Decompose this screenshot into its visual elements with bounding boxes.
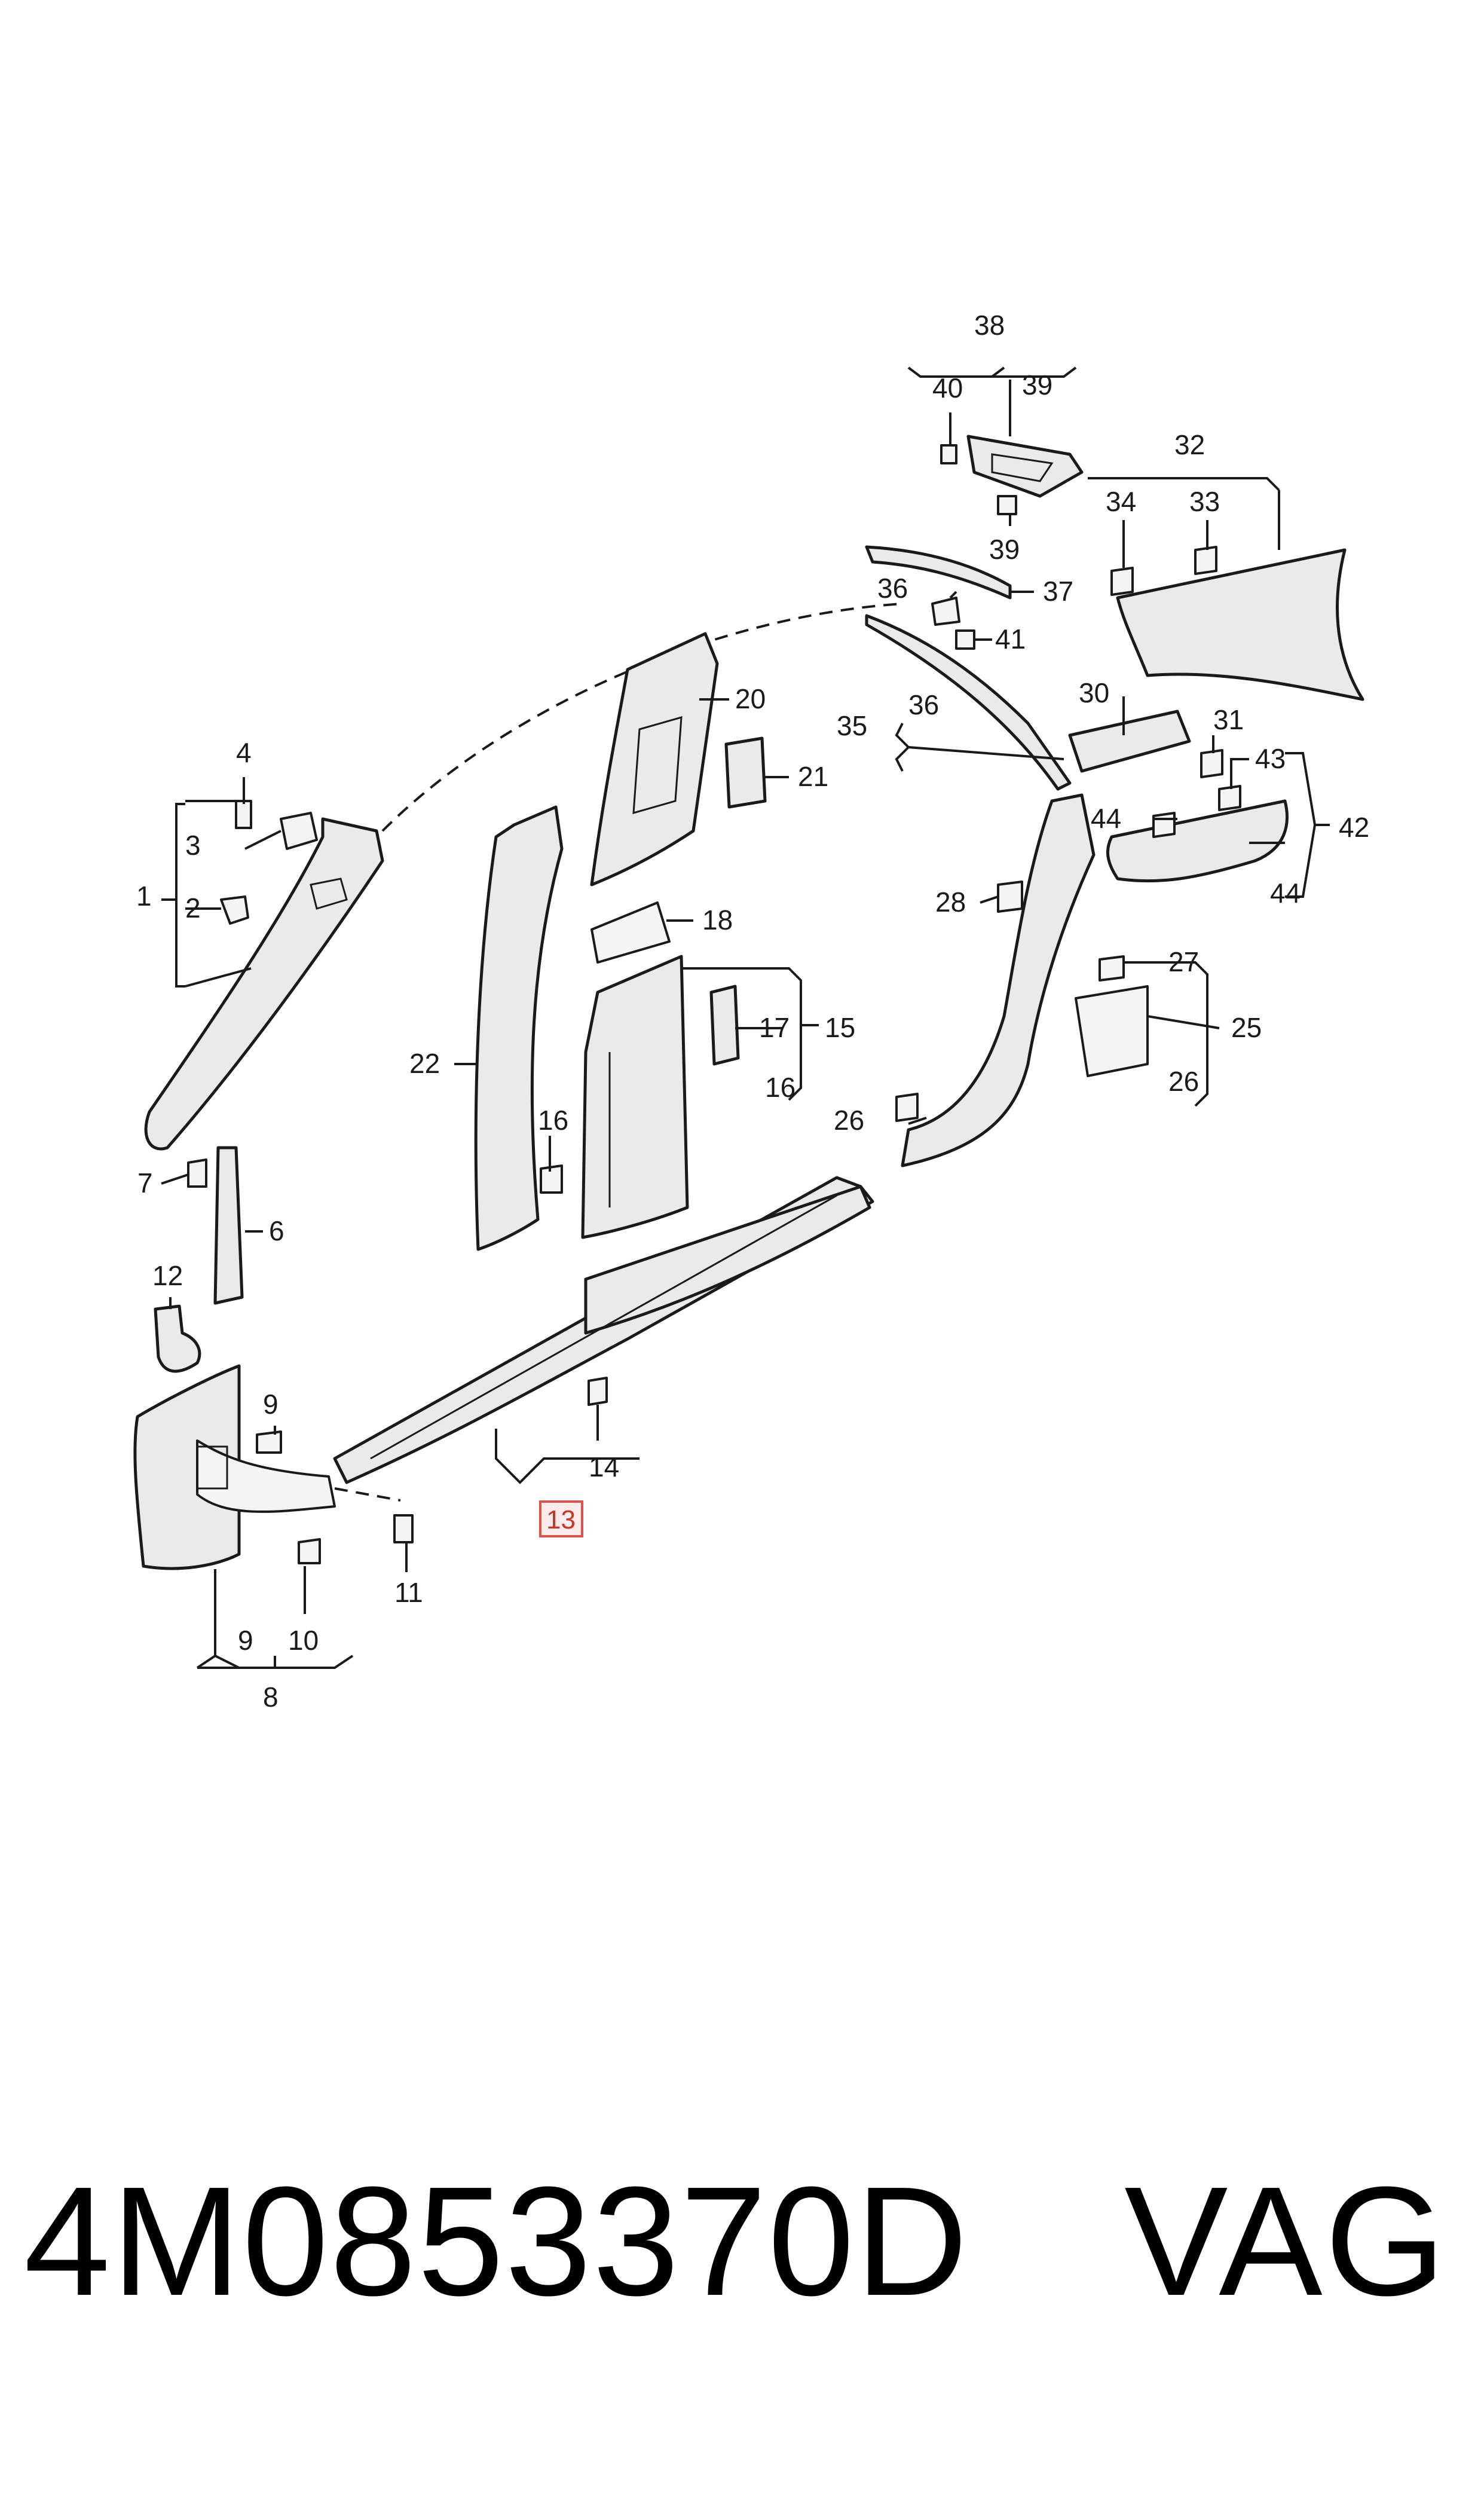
callout-30: 30 [1079, 677, 1109, 708]
callout-32: 32 [1174, 429, 1205, 460]
callout-34: 34 [1106, 486, 1136, 517]
callout-36a: 36 [908, 689, 939, 720]
clip-10 [298, 1538, 321, 1564]
callout-9a: 9 [263, 1389, 279, 1420]
callout-6: 6 [269, 1215, 284, 1246]
pillar-trim-22 [474, 805, 564, 1251]
b-pillar-lower-trim [581, 955, 689, 1239]
callout-9b: 9 [238, 1625, 253, 1656]
callout-16a: 16 [538, 1105, 568, 1136]
callout-labels: 1 2 3 4 6 7 8 9 9 10 11 12 14 15 16 16 1… [136, 310, 1369, 1713]
callout-8: 8 [263, 1682, 279, 1713]
callout-27: 27 [1168, 946, 1199, 977]
clip-31 [1200, 749, 1223, 778]
sill-trim-13 [333, 1176, 874, 1484]
callout-31: 31 [1213, 704, 1244, 735]
clip-43 [1218, 785, 1241, 811]
callout-14: 14 [589, 1451, 619, 1482]
door-seal-strip-6 [213, 1146, 244, 1305]
callout-17: 17 [759, 1012, 790, 1043]
callout-10: 10 [288, 1625, 319, 1656]
callout-43: 43 [1255, 743, 1286, 774]
part-number: 4M0853370D [24, 2154, 969, 2328]
callout-42: 42 [1339, 812, 1369, 843]
callout-18: 18 [702, 904, 733, 936]
callout-15: 15 [825, 1012, 855, 1043]
callout-4: 4 [236, 737, 252, 768]
rear-panel-32 [1116, 548, 1364, 701]
rail-37 [865, 545, 1012, 600]
callout-11: 11 [394, 1577, 423, 1608]
module-30 [1068, 710, 1191, 773]
callout-41: 41 [995, 623, 1026, 655]
screw-41 [955, 629, 975, 650]
callout-16b: 16 [765, 1072, 795, 1103]
clip-33 [1194, 546, 1217, 575]
kick-panel-8 [133, 1364, 336, 1570]
callout-26a: 26 [834, 1105, 864, 1136]
callout-26b: 26 [1168, 1066, 1199, 1097]
callout-20: 20 [735, 683, 766, 714]
c-pillar-trim [901, 793, 1149, 1167]
callout-13-highlight: 13 [539, 1500, 583, 1537]
callout-37: 37 [1043, 576, 1073, 607]
clip-44 [1152, 812, 1176, 838]
clip-14 [588, 1377, 608, 1406]
clip-36 [931, 597, 960, 626]
b-pillar-upper-trim [590, 632, 719, 886]
trim-strip-36 [865, 614, 1072, 791]
clip-28 [997, 881, 1023, 913]
dashed-arc [381, 603, 903, 832]
callout-3: 3 [185, 830, 201, 861]
leader-lines [161, 366, 1330, 1669]
callout-39b: 39 [989, 534, 1020, 565]
callout-38: 38 [974, 310, 1005, 341]
bracket-12 [154, 1304, 201, 1373]
callout-39a: 39 [1022, 369, 1052, 401]
clip-2 [220, 895, 249, 925]
bracket-18 [590, 901, 671, 964]
vent-21 [724, 736, 767, 809]
cover-42 [1106, 799, 1289, 883]
callout-28: 28 [935, 886, 966, 918]
callout-44b: 44 [1270, 878, 1301, 909]
callout-33: 33 [1189, 486, 1220, 517]
screw-11 [393, 1514, 414, 1543]
clip-9 [256, 1430, 282, 1454]
dashed-guide [334, 1487, 401, 1502]
screw-40 [940, 444, 957, 464]
a-pillar-trim [144, 817, 384, 1151]
bolt-4 [235, 800, 252, 829]
bracket-38 [966, 435, 1084, 498]
clip-7 [187, 1158, 207, 1188]
footer: 4M0853370D VAG [24, 2152, 1470, 2331]
clip-3 [280, 812, 318, 850]
brand-label: VAG [1124, 2154, 1448, 2328]
callout-21: 21 [798, 761, 828, 792]
callout-22: 22 [409, 1048, 440, 1079]
callout-7: 7 [137, 1167, 153, 1199]
callout-36b: 36 [877, 573, 908, 604]
clip-26 [895, 1093, 919, 1122]
callout-2: 2 [185, 892, 201, 924]
callout-40: 40 [932, 372, 963, 403]
callout-1: 1 [136, 881, 152, 912]
clip-16 [540, 1164, 563, 1194]
callout-12: 12 [152, 1260, 183, 1291]
screw-39 [997, 495, 1017, 515]
grille-17 [709, 985, 740, 1066]
clip-34 [1110, 567, 1134, 596]
callout-44a: 44 [1091, 803, 1121, 834]
callout-25: 25 [1231, 1012, 1262, 1043]
callout-35: 35 [837, 710, 867, 741]
callout-13: 13 [546, 1505, 576, 1534]
clip-27 [1099, 955, 1125, 982]
